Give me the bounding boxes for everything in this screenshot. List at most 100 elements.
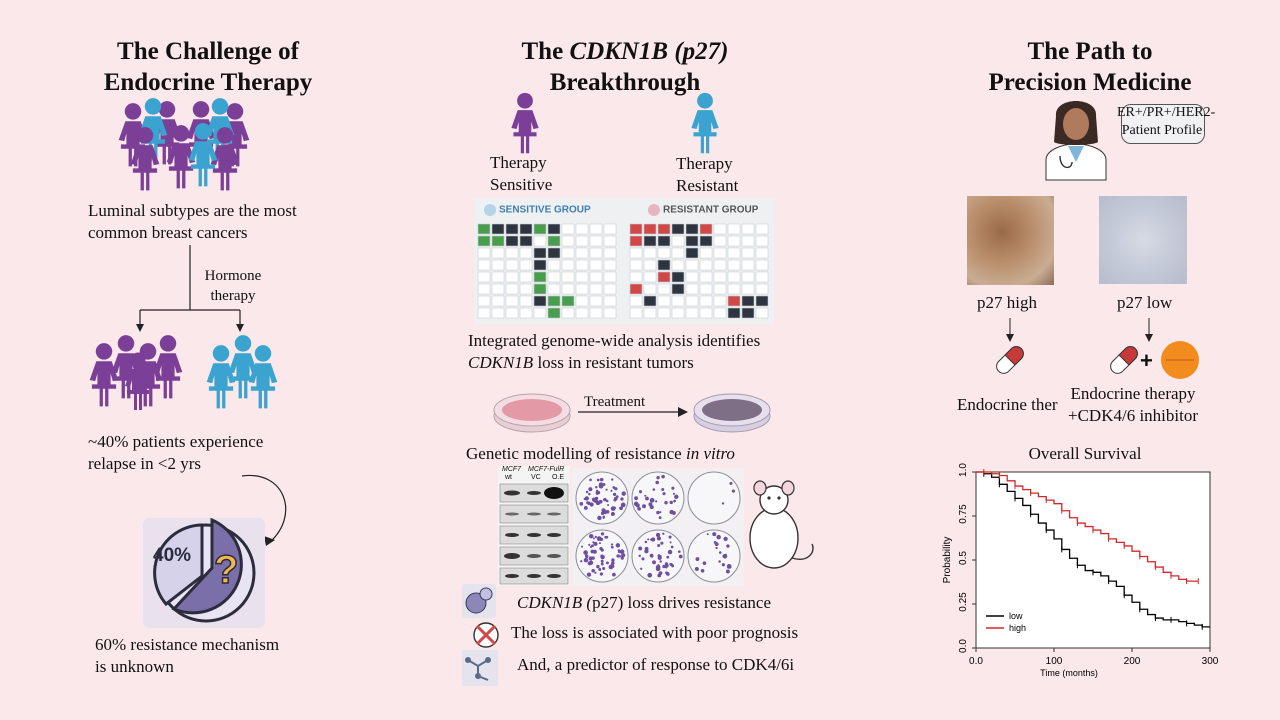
heatmap-cell — [699, 223, 713, 235]
heatmap-cell — [643, 307, 657, 319]
colony-dot — [721, 502, 725, 505]
user-icon — [484, 204, 496, 216]
doctor-icon — [1045, 101, 1107, 181]
colony-dot — [617, 549, 621, 552]
colony-dot — [664, 501, 668, 505]
heatmap-cell — [561, 247, 575, 259]
colony-dot — [669, 541, 672, 544]
heatmap-cell — [699, 307, 713, 319]
heatmap-cell — [519, 247, 533, 259]
colony-dot — [675, 495, 678, 499]
heatmap-cell — [575, 271, 589, 283]
heatmap-cell — [685, 247, 699, 259]
colony-dot — [657, 554, 661, 558]
plus-sign: + — [1140, 348, 1153, 373]
treatment-label: Treatment — [584, 394, 646, 410]
colony-dot — [596, 478, 600, 482]
y-tick-label: 0.0 — [958, 639, 969, 653]
colony-dot — [634, 496, 639, 501]
colony-dot — [589, 478, 592, 482]
sensitive-group-header: SENSITIVE GROUP — [484, 204, 591, 216]
colony-dot — [588, 533, 594, 539]
colony-dot — [657, 564, 660, 567]
colony-dot — [598, 568, 602, 571]
relapse-caption-line1: ~40% patients experience — [88, 432, 264, 451]
colony-dot — [591, 568, 596, 573]
colony-dot — [700, 568, 705, 573]
heatmap-cell — [491, 223, 505, 235]
heatmap-cell — [533, 235, 547, 247]
colony-dot — [595, 491, 599, 495]
title-p27: p27) — [682, 38, 729, 65]
right-title: The Path to Precision Medicine — [945, 36, 1235, 98]
colony-dot — [661, 474, 665, 479]
colony-dot — [645, 496, 649, 501]
colony-dot — [671, 486, 675, 490]
heatmap-cell — [713, 307, 727, 319]
relapse-caption: ~40% patients experience relapse in <2 y… — [88, 431, 348, 475]
heatmap-cell — [561, 235, 575, 247]
heatmap-cell — [755, 295, 769, 307]
heatmap-cell — [741, 259, 755, 271]
heatmap-cell — [547, 307, 561, 319]
colony-dot — [655, 500, 658, 503]
heatmap-cell — [477, 223, 491, 235]
heatmap-cell — [589, 307, 603, 319]
colony-dot — [588, 556, 593, 561]
colony-dot — [610, 545, 614, 549]
colony-dot — [600, 548, 604, 552]
heatmap-cell — [477, 235, 491, 247]
petri-dish-treated — [693, 393, 771, 433]
heatmap-cell — [491, 283, 505, 295]
genome-caption: Integrated genome-wide analysis identifi… — [468, 330, 798, 374]
heatmap-cell — [685, 295, 699, 307]
colony-dot — [662, 564, 666, 569]
colony-dot — [721, 563, 725, 567]
right-title-line1: The Path to — [1027, 38, 1153, 65]
heatmap-cell — [699, 235, 713, 247]
colony-dot — [640, 567, 643, 570]
colony-dot — [612, 492, 617, 496]
hormone-therapy-label: Hormone therapy — [198, 266, 268, 306]
heatmap-cell — [533, 223, 547, 235]
resistant-group-header: RESISTANT GROUP — [648, 204, 758, 216]
blot-oe-label: O.E — [552, 474, 565, 481]
heatmap-cell — [657, 259, 671, 271]
heatmap-cell — [755, 271, 769, 283]
heatmap-cell — [561, 283, 575, 295]
heatmap-cell — [685, 271, 699, 283]
left-title-line2: Endocrine Therapy — [103, 69, 313, 96]
colony-dot — [677, 550, 681, 553]
heatmap-cell — [589, 223, 603, 235]
colony-dot — [610, 563, 614, 566]
colony-dot — [658, 571, 663, 575]
question-mark-icon: ? — [213, 547, 239, 593]
heatmap-cell — [603, 283, 617, 295]
colony-dot — [647, 538, 650, 541]
heatmap-cell — [643, 259, 657, 271]
heatmap-cell — [505, 307, 519, 319]
colony-dot — [588, 487, 593, 492]
culture-plate — [575, 471, 629, 525]
colony-dot — [667, 549, 673, 555]
colony-dot — [611, 558, 615, 562]
heatmap-cell — [727, 283, 741, 295]
heatmap-cell — [533, 271, 547, 283]
colony-dot — [613, 496, 618, 501]
heatmap-cell — [533, 295, 547, 307]
sensitive-woman-icon — [511, 92, 539, 154]
heatmap-cell — [575, 295, 589, 307]
colony-dot — [729, 565, 732, 569]
heatmap-cell — [657, 223, 671, 235]
colony-dot — [610, 511, 615, 516]
colony-dot — [722, 553, 728, 559]
heatmap-cell — [727, 259, 741, 271]
heatmap-cell — [603, 223, 617, 235]
middle-title-line2: Breakthrough — [549, 69, 701, 96]
heatmap-cell — [477, 307, 491, 319]
colony-dot — [610, 543, 614, 546]
heatmap-cell — [657, 295, 671, 307]
luminal-caption-line1: Luminal subtypes are the most — [88, 201, 297, 220]
heatmap-cell — [671, 259, 685, 271]
resistant-woman-icon — [691, 92, 719, 154]
